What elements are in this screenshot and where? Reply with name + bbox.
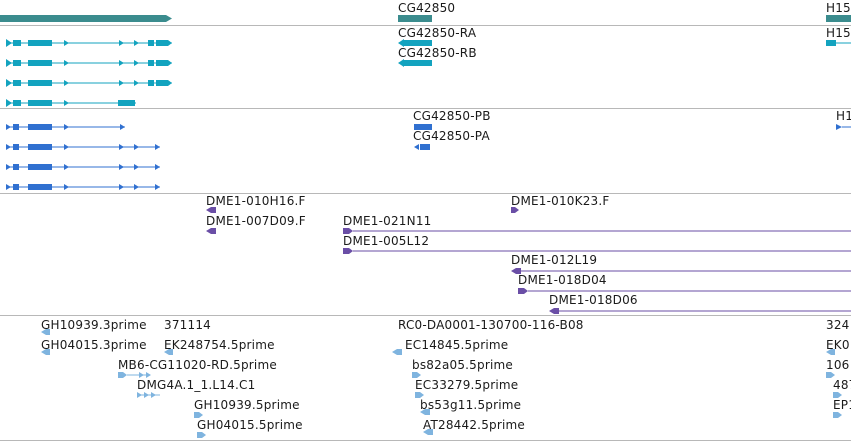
gene-label-cg42850[interactable]: CG42850 bbox=[398, 1, 456, 15]
bac-label-dme1-005l12[interactable]: DME1-005L12 bbox=[343, 234, 430, 248]
bac-glyph-dme1-005l12[interactable] bbox=[343, 248, 851, 254]
est-glyph-mb6-cg11020-rd[interactable] bbox=[118, 372, 151, 378]
est-glyph-gh10939-3prime[interactable] bbox=[41, 329, 50, 335]
bac-label-dme1-010h16-f[interactable]: DME1-010H16.F bbox=[206, 194, 306, 208]
gene-glyph-cg42850[interactable] bbox=[398, 15, 432, 22]
transcript-track: CG42850-RA CG42850-RB H15 bbox=[0, 26, 851, 108]
gene-track-glyphs bbox=[0, 15, 851, 22]
bac-glyph-dme1-021n11[interactable] bbox=[343, 228, 851, 234]
transcript-glyph-h15[interactable] bbox=[826, 40, 851, 46]
transcript-label-cg42850-rb[interactable]: CG42850-RB bbox=[398, 46, 477, 60]
bac-glyph-dme1-010k23[interactable] bbox=[511, 207, 519, 213]
transcript-glyph[interactable] bbox=[6, 59, 172, 67]
est-label[interactable]: EP1 bbox=[833, 398, 851, 412]
est-label[interactable]: EC33279.5prime bbox=[415, 378, 519, 392]
est-label[interactable]: EK248754.5prime bbox=[164, 338, 275, 352]
est-label[interactable]: EC14845.5prime bbox=[405, 338, 509, 352]
protein-track: CG42850-PB CG42850-PA H1 bbox=[0, 109, 851, 193]
track-separator bbox=[0, 193, 851, 194]
protein-glyph[interactable] bbox=[6, 164, 160, 170]
protein-glyph[interactable] bbox=[6, 144, 160, 150]
bac-glyph-dme1-007d09[interactable] bbox=[206, 228, 216, 234]
est-label[interactable]: bs53g11.5prime bbox=[420, 398, 522, 412]
protein-label-cg42850-pb[interactable]: CG42850-PB bbox=[413, 109, 491, 123]
est-glyph-gh10939-5prime[interactable] bbox=[194, 412, 203, 418]
protein-label-cg42850-pa[interactable]: CG42850-PA bbox=[413, 129, 490, 143]
gene-label-h15[interactable]: H15 bbox=[826, 1, 851, 15]
est-track: GH10939.3prime GH04015.3prime 371114 EK2… bbox=[0, 316, 851, 441]
est-label[interactable]: 371114 bbox=[164, 318, 212, 332]
est-label[interactable]: AT28442.5prime bbox=[423, 418, 525, 432]
track-separator bbox=[0, 25, 851, 26]
est-label[interactable]: GH10939.5prime bbox=[194, 398, 300, 412]
track-separator bbox=[0, 315, 851, 316]
transcript-label-h15[interactable]: H15 bbox=[826, 26, 851, 40]
est-glyph-dmg4a[interactable] bbox=[137, 392, 160, 398]
est-glyph-ec14845[interactable] bbox=[392, 349, 402, 355]
protein-glyph-cg42850-pb[interactable] bbox=[414, 124, 432, 130]
est-label[interactable]: GH04015.5prime bbox=[197, 418, 303, 432]
protein-glyph-cg42850-pa[interactable] bbox=[414, 144, 430, 150]
gene-track: CG42850 H15 bbox=[0, 0, 851, 25]
transcript-label-cg42850-ra[interactable]: CG42850-RA bbox=[398, 26, 477, 40]
bac-glyph-dme1-012l19[interactable] bbox=[511, 268, 851, 274]
bac-glyph-dme1-010h16[interactable] bbox=[206, 207, 216, 213]
est-label[interactable]: 106 bbox=[826, 358, 850, 372]
transcript-track-glyphs bbox=[6, 39, 851, 107]
protein-glyph[interactable] bbox=[6, 124, 125, 130]
bac-label-dme1-007d09-f[interactable]: DME1-007D09.F bbox=[206, 214, 306, 228]
bac-label-dme1-010k23-f[interactable]: DME1-010K23.F bbox=[511, 194, 610, 208]
protein-label-h1[interactable]: H1 bbox=[836, 109, 851, 123]
bac-label-dme1-018d04[interactable]: DME1-018D04 bbox=[518, 273, 607, 287]
est-glyph-gh04015-3prime[interactable] bbox=[41, 349, 50, 355]
track-separator bbox=[0, 108, 851, 109]
gene-glyph-left[interactable] bbox=[0, 15, 172, 22]
est-glyph-ec33279[interactable] bbox=[415, 392, 424, 398]
transcript-glyph[interactable] bbox=[6, 39, 172, 47]
transcript-glyph[interactable] bbox=[6, 79, 172, 87]
est-label[interactable]: GH04015.3prime bbox=[41, 338, 147, 352]
protein-glyph[interactable] bbox=[6, 184, 160, 190]
est-label[interactable]: EK0 bbox=[826, 338, 850, 352]
est-label[interactable]: bs82a05.5prime bbox=[412, 358, 513, 372]
est-glyph-487[interactable] bbox=[833, 392, 842, 398]
protein-glyph-h1[interactable] bbox=[836, 124, 851, 130]
est-label[interactable]: DMG4A.1_1.L14.C1 bbox=[137, 378, 256, 392]
bac-track: DME1-010H16.F DME1-007D09.F DME1-021N11 … bbox=[0, 194, 851, 315]
est-label[interactable]: RC0-DA0001-130700-116-B08 bbox=[398, 318, 584, 332]
transcript-glyph-cg42850-ra[interactable] bbox=[398, 39, 432, 47]
protein-track-glyphs bbox=[6, 124, 851, 190]
est-label[interactable]: GH10939.3prime bbox=[41, 318, 147, 332]
gene-glyph-h15[interactable] bbox=[826, 15, 851, 22]
bac-glyph-dme1-018d06[interactable] bbox=[549, 308, 851, 314]
bac-label-dme1-012l19[interactable]: DME1-012L19 bbox=[511, 253, 598, 267]
est-label[interactable]: MB6-CG11020-RD.5prime bbox=[118, 358, 277, 372]
transcript-glyph[interactable] bbox=[6, 99, 136, 107]
est-glyph-gh04015-5prime[interactable] bbox=[197, 432, 206, 438]
est-glyph-ek0[interactable] bbox=[826, 349, 835, 355]
est-glyph-371114[interactable] bbox=[164, 349, 173, 355]
est-label[interactable]: 324 bbox=[826, 318, 850, 332]
bac-track-glyphs bbox=[206, 207, 851, 314]
bac-glyph-dme1-018d04[interactable] bbox=[518, 288, 851, 294]
bac-label-dme1-018d06[interactable]: DME1-018D06 bbox=[549, 293, 638, 307]
est-glyph-106[interactable] bbox=[826, 372, 835, 378]
est-glyph-bs53g11[interactable] bbox=[420, 409, 430, 415]
bac-label-dme1-021n11[interactable]: DME1-021N11 bbox=[343, 214, 432, 228]
est-glyph-ep1[interactable] bbox=[833, 412, 842, 418]
est-label[interactable]: 487 bbox=[833, 378, 851, 392]
est-glyph-bs82a05[interactable] bbox=[412, 372, 421, 378]
est-track-glyphs bbox=[41, 329, 842, 438]
est-glyph-at28442[interactable] bbox=[423, 429, 433, 435]
transcript-glyph-cg42850-rb[interactable] bbox=[398, 59, 432, 67]
